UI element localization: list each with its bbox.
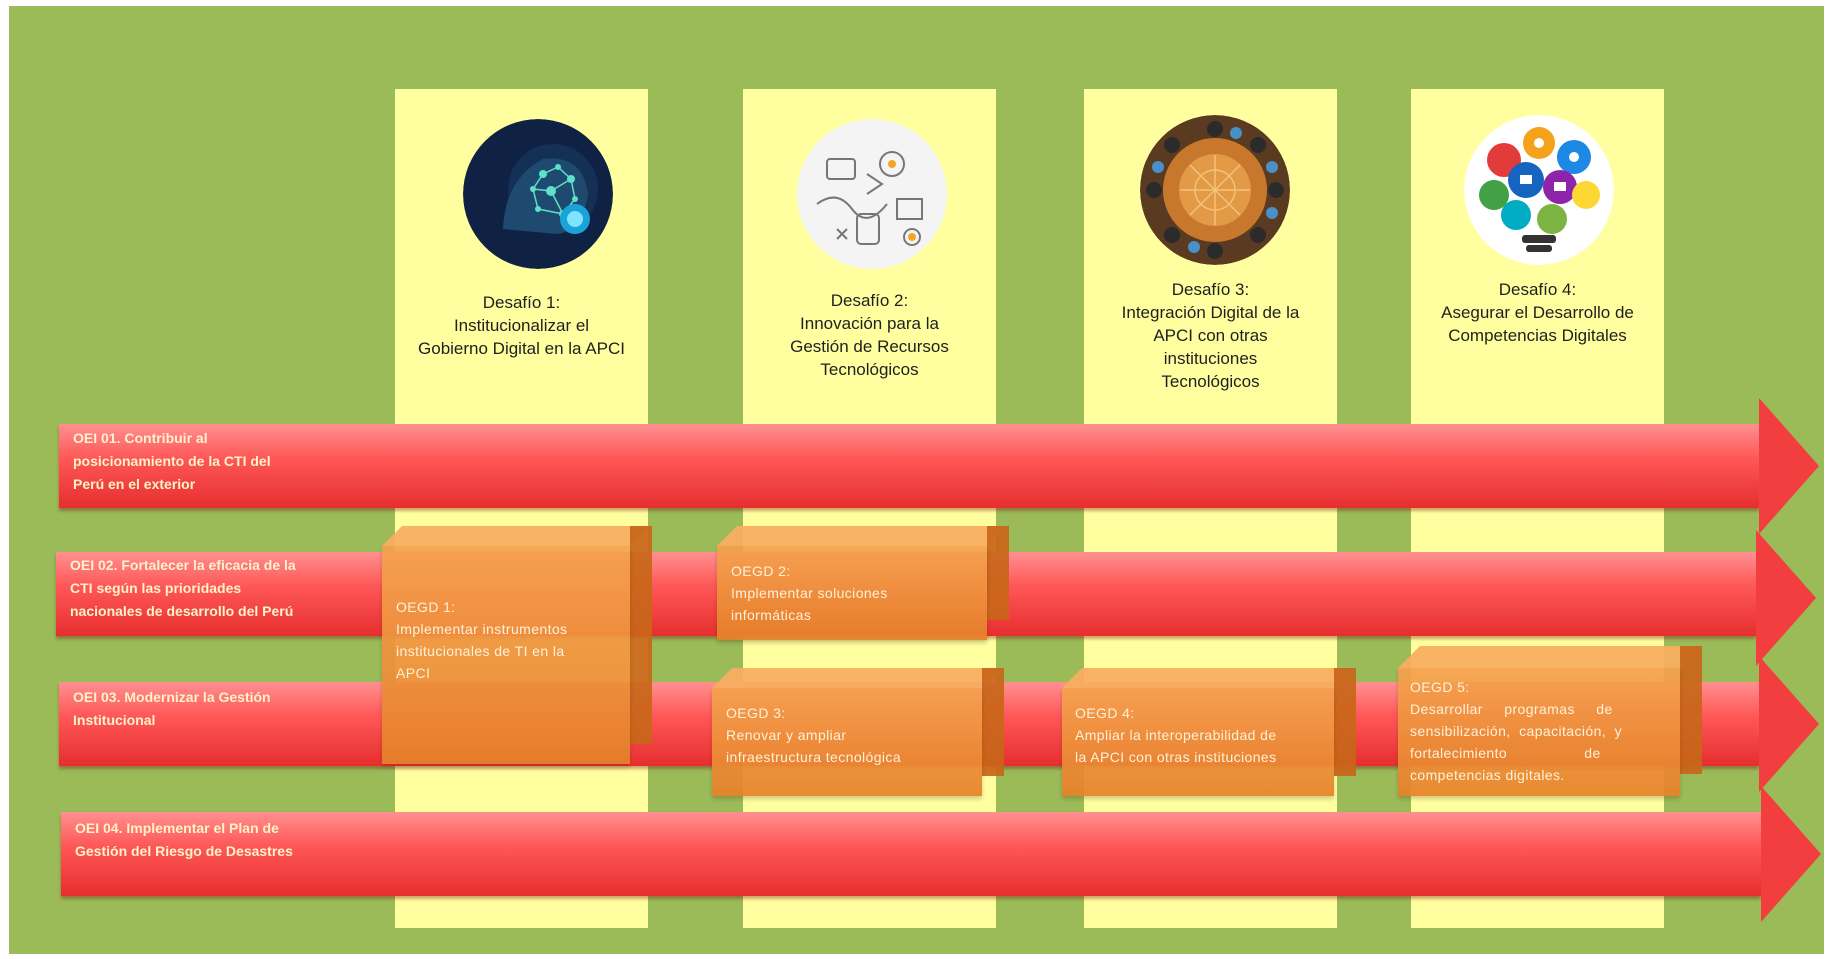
challenge-1-line: Institucionalizar el (453, 316, 590, 335)
objective-1-line: OEI 01. Contribuir al (73, 430, 208, 446)
objective-label-2: OEI 02. Fortalecer la eficacia de la CTI… (70, 554, 296, 623)
oegd-4-line: la APCI con otras instituciones (1075, 749, 1277, 765)
challenge-title-3: Desafío 3: Integración Digital de la APC… (1084, 278, 1337, 393)
challenge-title-4: Desafío 4: Asegurar el Desarrollo de Com… (1411, 278, 1664, 347)
diagram-board: Desafío 1: Institucionalizar el Gobierno… (9, 6, 1824, 954)
challenge-2-line: Gestión de Recursos (790, 337, 949, 356)
digital-objective-box-4: OEGD 4: Ampliar la interoperabilidad de … (1062, 668, 1356, 796)
oegd-2-line: OEGD 2: (731, 563, 791, 579)
challenge-3-line: instituciones (1163, 349, 1258, 368)
oegd-1-line: OEGD 1: (396, 599, 456, 615)
objective-2-line: nacionales de desarrollo del Perú (70, 603, 294, 619)
oegd-5-line: sensibilización, capacitación, y (1410, 723, 1623, 739)
oegd-1-line: APCI (396, 665, 431, 681)
lightbulb-apps-icon (1464, 115, 1614, 265)
challenge-1-line: Gobierno Digital en la APCI (418, 339, 625, 358)
challenge-4-line: Desafío 4: (1498, 280, 1577, 299)
challenge-4-line: Competencias Digitales (1448, 326, 1627, 345)
objective-3-line: Institucional (73, 712, 156, 728)
objective-label-4: OEI 04. Implementar el Plan de Gestión d… (75, 817, 293, 863)
challenge-2-line: Tecnológicos (820, 360, 919, 379)
digital-objective-text-2: OEGD 2: Implementar soluciones informáti… (731, 560, 888, 626)
challenge-1-line: Desafío 1: (482, 293, 561, 312)
objective-4-line: Gestión del Riesgo de Desastres (75, 843, 293, 859)
oegd-4-line: Ampliar la interoperabilidad de (1075, 727, 1277, 743)
challenge-2-line: Innovación para la (800, 314, 939, 333)
digital-objective-box-3: OEGD 3: Renovar y ampliar infraestructur… (712, 668, 1004, 796)
oegd-1-line: Implementar instrumentos (396, 621, 568, 637)
digital-objective-box-5: OEGD 5: Desarrollar programas de sensibi… (1398, 646, 1702, 796)
oegd-1-line: institucionales de TI en la (396, 643, 565, 659)
objective-3-line: OEI 03. Modernizar la Gestión (73, 689, 271, 705)
objective-1-line: Perú en el exterior (73, 476, 196, 492)
oegd-5-line: Desarrollar programas de (1410, 701, 1613, 717)
oegd-5-line: fortalecimiento de (1410, 745, 1601, 761)
oegd-5-line: competencias digitales. (1410, 767, 1565, 783)
objective-4-line: OEI 04. Implementar el Plan de (75, 820, 279, 836)
objective-2-line: OEI 02. Fortalecer la eficacia de la (70, 557, 296, 573)
technology-doodle-icon (797, 119, 947, 269)
objective-label-1: OEI 01. Contribuir al posicionamiento de… (73, 427, 271, 496)
objective-2-line: CTI según las prioridades (70, 580, 242, 596)
oegd-5-line: OEGD 5: (1410, 679, 1470, 695)
digital-objective-box-2: OEGD 2: Implementar soluciones informáti… (717, 526, 1009, 640)
digital-objective-text-3: OEGD 3: Renovar y ampliar infraestructur… (726, 702, 901, 768)
objective-label-3: OEI 03. Modernizar la Gestión Institucio… (73, 686, 271, 732)
challenge-3-line: Tecnológicos (1161, 372, 1260, 391)
challenge-4-line: Asegurar el Desarrollo de (1441, 303, 1634, 322)
oegd-2-line: informáticas (731, 607, 812, 623)
objective-1-line: posicionamiento de la CTI del (73, 453, 271, 469)
oegd-2-line: Implementar soluciones (731, 585, 888, 601)
digital-objective-box-1: OEGD 1: Implementar instrumentos institu… (382, 526, 652, 764)
challenge-title-1: Desafío 1: Institucionalizar el Gobierno… (395, 291, 648, 360)
oegd-3-line: OEGD 3: (726, 705, 786, 721)
digital-objective-text-5: OEGD 5: Desarrollar programas de sensibi… (1410, 676, 1622, 786)
digital-head-tree-icon (463, 119, 613, 269)
objective-arrow-4: OEI 04. Implementar el Plan de Gestión d… (61, 782, 1823, 922)
challenge-title-2: Desafío 2: Innovación para la Gestión de… (743, 289, 996, 381)
challenge-3-line: Integración Digital de la (1121, 303, 1300, 322)
digital-objective-text-1: OEGD 1: Implementar instrumentos institu… (396, 596, 567, 684)
connected-people-globe-icon (1140, 115, 1290, 265)
challenge-3-line: Desafío 3: (1171, 280, 1250, 299)
objective-arrow-1: OEI 01. Contribuir al posicionamiento de… (59, 398, 1821, 534)
challenge-2-line: Desafío 2: (830, 291, 909, 310)
oegd-4-line: OEGD 4: (1075, 705, 1135, 721)
oegd-3-line: infraestructura tecnológica (726, 749, 901, 765)
oegd-3-line: Renovar y ampliar (726, 727, 847, 743)
challenge-3-line: APCI con otras (1153, 326, 1268, 345)
digital-objective-text-4: OEGD 4: Ampliar la interoperabilidad de … (1075, 702, 1277, 768)
